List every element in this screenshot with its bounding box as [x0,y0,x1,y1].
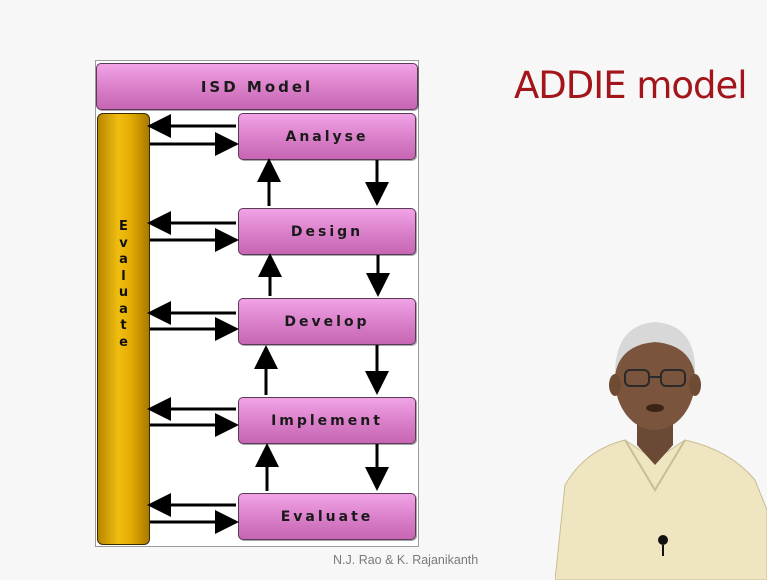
phase-design: Design [238,208,416,255]
phase-evaluate: Evaluate [238,493,416,540]
presenter-video [555,322,767,580]
phase-develop: Develop [238,298,416,345]
isd-model-header: ISD Model [96,63,418,110]
phase-analyse: Analyse [238,113,416,160]
slide-title: ADDIE model [514,64,748,107]
presenter-shirt [555,439,767,580]
phase-implement: Implement [238,397,416,444]
presenter-glasses [624,369,686,387]
presenter-head [615,330,695,430]
presenter-hair [615,322,696,375]
slide-credit: N.J. Rao & K. Rajanikanth [333,553,479,567]
microphone-icon [658,535,668,545]
